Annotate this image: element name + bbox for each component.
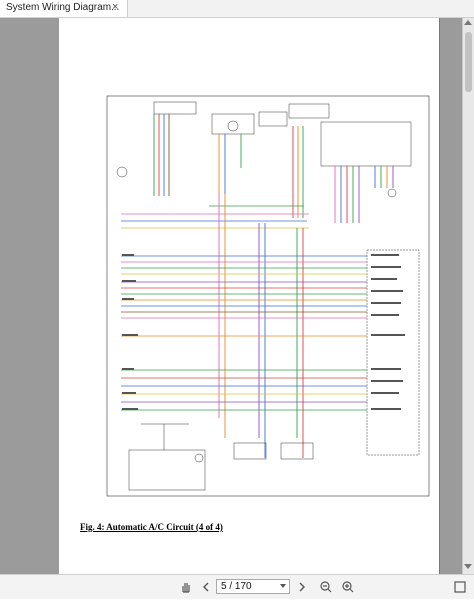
wiring-diagram (106, 95, 430, 497)
close-icon[interactable]: × (112, 1, 119, 13)
scroll-up-icon[interactable] (464, 20, 472, 25)
tab-title: System Wiring Diagram... (6, 2, 120, 13)
scroll-down-icon[interactable] (464, 564, 472, 569)
chevron-down-icon[interactable] (280, 584, 286, 588)
tab-bar: System Wiring Diagram... × (0, 0, 474, 18)
next-page-icon[interactable] (294, 579, 310, 595)
prev-page-icon[interactable] (198, 579, 214, 595)
document-tab[interactable]: System Wiring Diagram... × (0, 0, 128, 17)
fit-page-icon[interactable] (452, 579, 468, 595)
bottom-toolbar: 5 / 170 (0, 574, 474, 599)
document-viewer[interactable]: Fig. 4: Automatic A/C Circuit (4 of 4) (0, 18, 474, 574)
zoom-in-icon[interactable] (340, 579, 356, 595)
hand-tool-icon[interactable] (178, 579, 194, 595)
scroll-thumb[interactable] (465, 32, 472, 92)
vertical-scrollbar[interactable] (462, 18, 474, 574)
document-page: Fig. 4: Automatic A/C Circuit (4 of 4) (59, 18, 440, 574)
page-number-field[interactable]: 5 / 170 (216, 579, 290, 594)
figure-caption: Fig. 4: Automatic A/C Circuit (4 of 4) (80, 522, 223, 532)
page-indicator: 5 / 170 (221, 581, 252, 592)
zoom-out-icon[interactable] (318, 579, 334, 595)
